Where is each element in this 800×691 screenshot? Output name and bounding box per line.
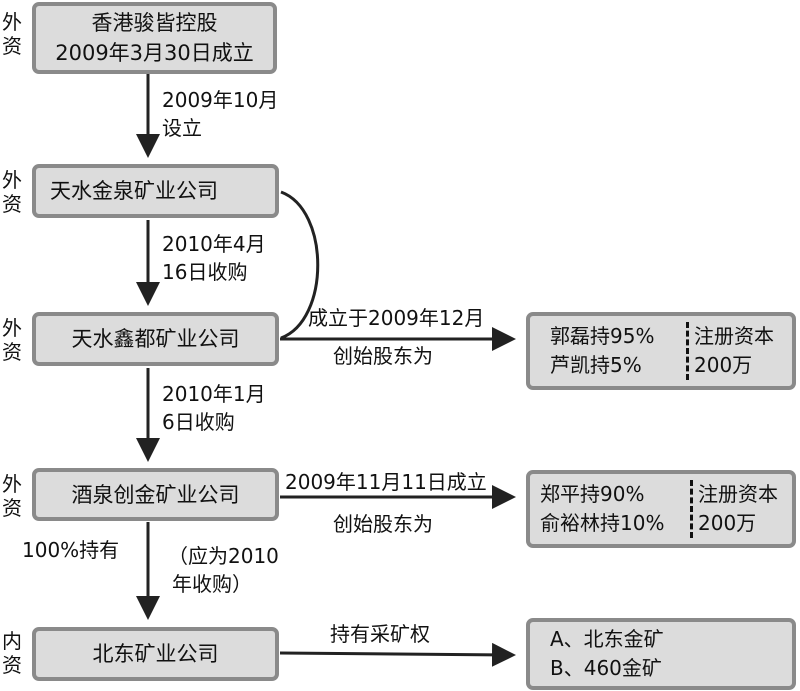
node-line: 北东矿业公司	[92, 642, 219, 666]
text-line: 16日收购	[162, 260, 248, 284]
edge-label-100pct: 100%持有	[22, 538, 120, 562]
text-line: 6日收购	[162, 410, 235, 434]
tag-1: 外资	[2, 10, 22, 58]
text-line: 200万	[698, 511, 757, 535]
node-hk-junjie: 香港骏皆控股 2009年3月30日成立	[32, 2, 277, 74]
node-line: 2009年3月30日成立	[55, 41, 254, 65]
node-line: 酒泉创金矿业公司	[71, 482, 240, 507]
text-line: 郑平持90%	[540, 482, 645, 506]
text-line: 俞裕林持10%	[540, 511, 665, 535]
text-line: 2010年1月	[162, 382, 266, 406]
tag-2: 外资	[2, 168, 22, 216]
edge-label-2: 2010年4月 16日收购	[162, 230, 266, 286]
edge-label-3: 2010年1月 6日收购	[162, 380, 266, 436]
edge-label-1: 2009年10月设立	[162, 86, 278, 142]
text-line: 注册资本	[694, 324, 774, 348]
text-line: （应为2010	[168, 544, 279, 568]
text-line: 注册资本	[698, 482, 778, 506]
h1-top: 成立于2009年12月	[308, 306, 485, 330]
info-chuangjin-founders: 郑平持90% 俞裕林持10% 注册资本 200万	[526, 470, 796, 548]
arrow-h3	[279, 642, 516, 667]
text-line: A、北东金矿	[550, 627, 664, 651]
tag-4: 外资	[2, 472, 22, 520]
tag-3: 外资	[2, 316, 22, 364]
h2-bottom: 创始股东为	[333, 512, 433, 536]
text-line: 2010年4月	[162, 232, 266, 256]
text-line: 郭磊持95%	[550, 324, 655, 348]
h2-top: 2009年11月11日成立	[285, 470, 487, 494]
edge-label-4: （应为2010 年收购）	[168, 542, 279, 598]
curve-link	[280, 190, 320, 340]
text-line: 设立	[162, 116, 202, 140]
node-line: 香港骏皆控股	[91, 11, 218, 35]
text-line: 芦凯持5%	[550, 353, 642, 377]
text-line: 200万	[694, 353, 753, 377]
h1-bottom: 创始股东为	[333, 344, 433, 368]
tag-5: 内资	[2, 629, 22, 677]
node-beidong: 北东矿业公司	[32, 627, 279, 681]
node-line: 天水鑫都矿业公司	[71, 327, 240, 351]
h3-top: 持有采矿权	[330, 622, 430, 646]
text-line: 年收购）	[172, 572, 252, 596]
text-line: B、460金矿	[550, 656, 662, 680]
info-mining-rights: A、北东金矿 B、460金矿	[526, 618, 796, 690]
info-xindu-founders: 郭磊持95% 芦凯持5% 注册资本 200万	[526, 312, 796, 390]
text-line: 2009年10月	[162, 88, 279, 112]
node-tianshui-xindu: 天水鑫都矿业公司	[32, 312, 279, 366]
node-tianshui-jinquan: 天水金泉矿业公司	[32, 164, 279, 218]
node-jiuquan-chuangjin: 酒泉创金矿业公司	[32, 468, 279, 521]
node-line: 天水金泉矿业公司	[50, 179, 218, 203]
